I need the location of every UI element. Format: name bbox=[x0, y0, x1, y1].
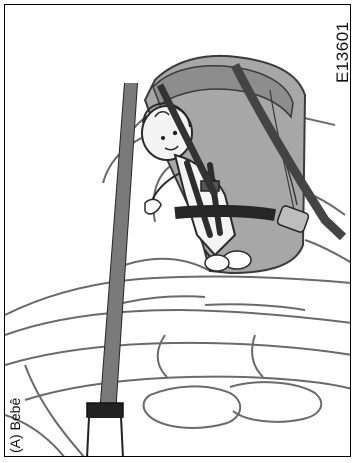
seat-belt-buckle bbox=[87, 403, 123, 457]
lap-belt bbox=[175, 211, 275, 215]
child-seat-illustration bbox=[5, 5, 351, 457]
figure-frame: E13601 (A) Bebê bbox=[4, 4, 351, 457]
figure-caption: (A) Bebê bbox=[7, 398, 23, 453]
figure-code: E13601 bbox=[333, 21, 351, 83]
